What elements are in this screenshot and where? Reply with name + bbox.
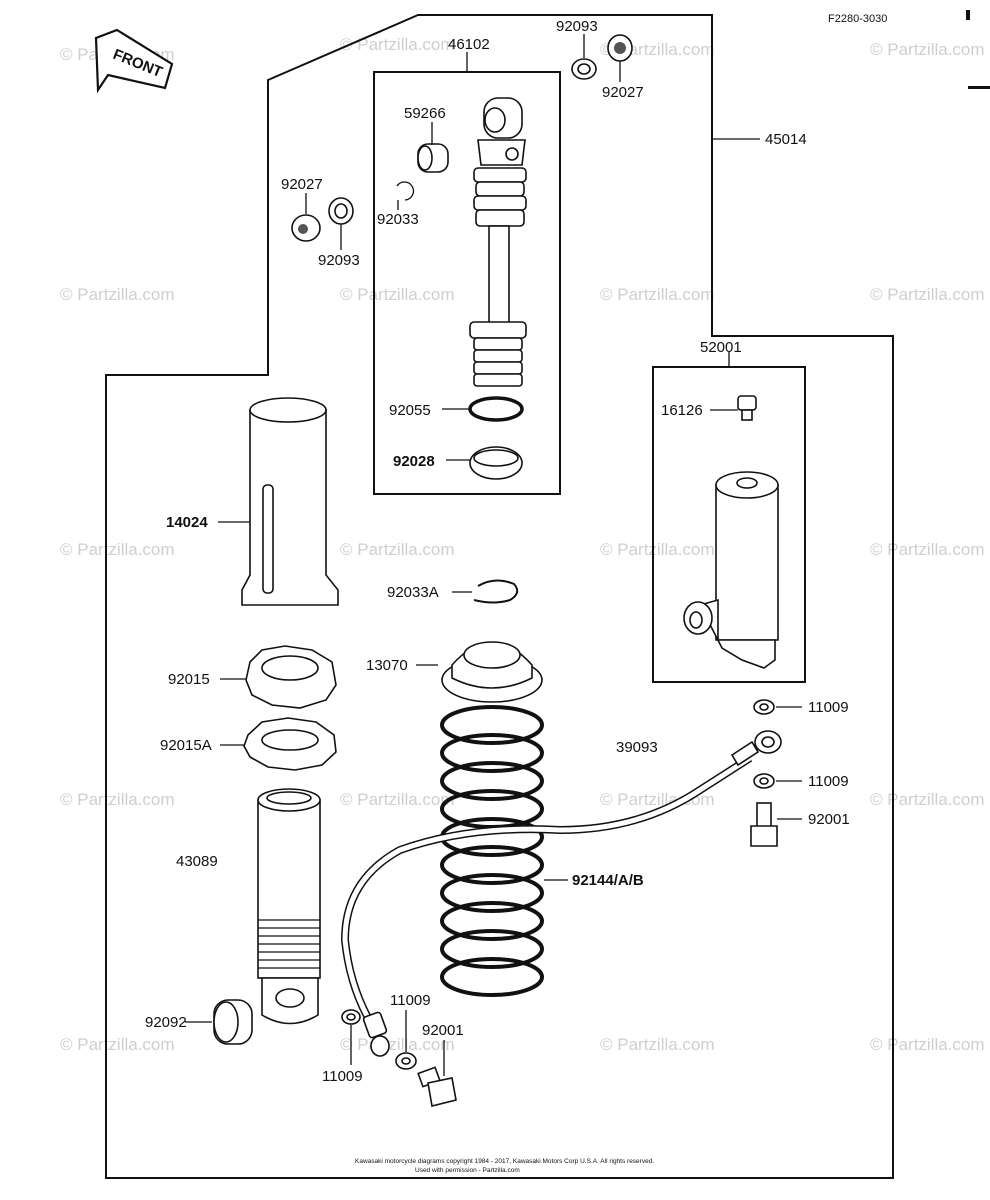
ring-92028 xyxy=(469,446,523,480)
watermark: © Partzilla.com xyxy=(60,1035,175,1054)
spring-seat-13070 xyxy=(441,641,543,703)
label-92093-left: 92093 xyxy=(318,252,360,269)
label-92033A: 92033A xyxy=(387,584,439,601)
watermark: © Partzilla.com xyxy=(60,285,175,304)
assembly-frame xyxy=(105,14,894,1179)
watermark: © Partzilla.com xyxy=(340,1035,455,1054)
label-92092: 92092 xyxy=(145,1014,187,1031)
shock-body-43089 xyxy=(257,788,321,1025)
spacer-92027-top xyxy=(607,34,633,62)
watermark: © Partzilla.com xyxy=(60,790,175,809)
circlip-92033A xyxy=(473,579,519,604)
label-11009-a: 11009 xyxy=(808,699,849,716)
label-13070: 13070 xyxy=(366,657,408,674)
watermark: © Partzilla.com xyxy=(340,540,455,559)
label-92001-right: 92001 xyxy=(808,811,850,828)
label-11009-b: 11009 xyxy=(808,773,849,790)
edge-mark xyxy=(968,86,990,89)
label-16126: 16126 xyxy=(661,402,703,419)
washer-11009-c xyxy=(341,1009,361,1025)
locknut-92015 xyxy=(245,645,337,709)
circlip-92033 xyxy=(396,181,415,201)
label-59266: 59266 xyxy=(404,105,446,122)
seal-92093-top xyxy=(571,58,597,80)
watermark: © Partzilla.com xyxy=(600,540,715,559)
label-92027-left: 92027 xyxy=(281,176,323,193)
washer-11009-b xyxy=(753,773,775,789)
diagram-code: F2280-3030 xyxy=(828,13,887,25)
leader-lines xyxy=(185,34,802,1076)
washer-11009-a xyxy=(753,699,775,715)
watermark: © Partzilla.com xyxy=(870,790,985,809)
watermark: © Partzilla.com xyxy=(340,790,455,809)
watermark: © Partzilla.com xyxy=(870,285,985,304)
banjo-bolt-92001-bottom xyxy=(417,1066,457,1107)
copyright-line-2: Used with permission - Partzilla.com xyxy=(415,1167,520,1174)
bushing-92092 xyxy=(213,999,253,1045)
label-11009-d: 11009 xyxy=(322,1068,363,1085)
label-92093-top: 92093 xyxy=(556,18,598,35)
watermark: © Partzilla.com xyxy=(870,40,985,59)
label-43089: 43089 xyxy=(176,853,218,870)
copyright-line-1: Kawasaki motorcycle diagrams copyright 1… xyxy=(355,1158,654,1165)
washer-11009-d xyxy=(395,1052,417,1070)
banjo-bolt-92001-right xyxy=(750,802,778,847)
bushing-59266 xyxy=(417,143,449,173)
locknut-92015A xyxy=(243,717,337,771)
spacer-92027-left xyxy=(291,214,321,242)
watermark-group: © Partzilla.com © Partzilla.com © Partzi… xyxy=(60,35,985,1054)
label-92144: 92144/A/B xyxy=(572,872,644,889)
front-arrow-icon: FRONT xyxy=(94,28,174,94)
piston-rod-assembly-box xyxy=(373,71,561,495)
part-labels: 46102 92093 92027 45014 59266 92027 9203… xyxy=(145,18,850,1085)
label-92015A: 92015A xyxy=(160,737,212,754)
label-92027-top: 92027 xyxy=(602,84,644,101)
label-14024: 14024 xyxy=(166,514,208,531)
piston-rod-assembly xyxy=(469,97,527,387)
spring-92144 xyxy=(440,705,544,997)
edge-mark xyxy=(966,10,970,20)
valve-16126 xyxy=(737,395,757,421)
watermark: © Partzilla.com xyxy=(340,285,455,304)
o-ring-92055 xyxy=(468,396,524,422)
watermark: © Partzilla.com xyxy=(340,35,455,54)
label-11009-c: 11009 xyxy=(390,992,431,1009)
label-92001-bottom: 92001 xyxy=(422,1022,464,1039)
watermark: © Partzilla.com xyxy=(870,1035,985,1054)
watermark: © Partzilla.com xyxy=(600,285,715,304)
label-92028: 92028 xyxy=(393,453,435,470)
label-92055: 92055 xyxy=(389,402,431,419)
reservoir-52001 xyxy=(683,471,779,669)
label-92033: 92033 xyxy=(377,211,419,228)
hose-39093 xyxy=(340,730,782,1057)
label-46102: 46102 xyxy=(448,36,490,53)
watermark: © Partzilla.com xyxy=(870,540,985,559)
spring-cover-14024 xyxy=(241,397,339,606)
label-92015: 92015 xyxy=(168,671,210,688)
label-45014: 45014 xyxy=(765,131,807,148)
label-52001: 52001 xyxy=(700,339,742,356)
watermark: © Partzilla.com xyxy=(60,540,175,559)
watermark: © Partzilla.com xyxy=(600,1035,715,1054)
seal-92093-left xyxy=(328,197,354,225)
label-39093: 39093 xyxy=(616,739,658,756)
